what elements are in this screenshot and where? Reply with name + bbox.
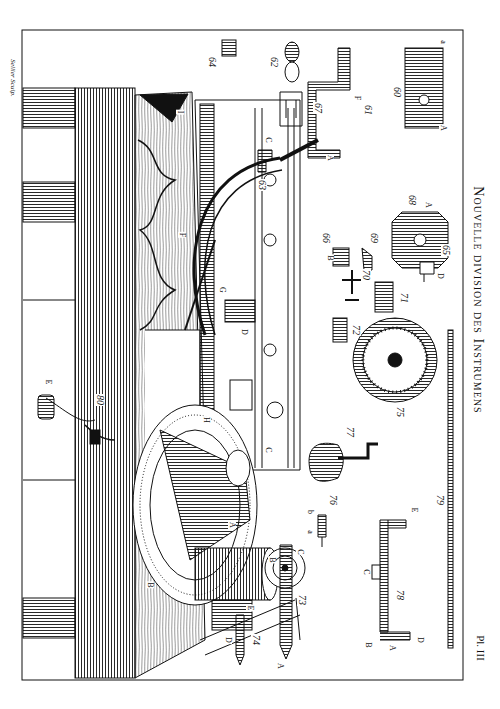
piece-70 — [342, 270, 362, 300]
figure-number: 63 — [257, 179, 267, 191]
figure-number: 79 — [435, 494, 445, 506]
part-letter: E — [246, 605, 254, 612]
crank-61 — [308, 48, 350, 158]
part-letter: A — [388, 644, 396, 652]
part-letter: b — [306, 509, 314, 515]
pin-74 — [236, 615, 244, 665]
plate-note: Pl. III — [475, 634, 486, 662]
piece-65 — [420, 262, 434, 282]
part-letter: D — [224, 636, 232, 644]
figure-number: 77 — [345, 426, 355, 438]
part-letter: C — [296, 548, 304, 555]
figure-number: 61 — [363, 104, 373, 116]
figure-number: 68 — [407, 194, 417, 206]
part-letter: C — [264, 136, 272, 143]
part-letter: B — [326, 254, 334, 261]
part-letter: E — [410, 507, 418, 514]
figure-number: 75 — [395, 406, 405, 418]
disk-62 — [285, 42, 299, 62]
block-71 — [375, 282, 393, 312]
disk-75 — [353, 318, 437, 402]
figure-number: 80 — [95, 394, 105, 406]
part-letter: A — [228, 521, 236, 529]
part-letter: A — [276, 662, 284, 670]
figure-number: 67 — [313, 102, 323, 114]
piece-66 — [333, 248, 349, 266]
figure-number: 73 — [297, 594, 307, 606]
rod-73 — [280, 545, 292, 659]
part-letter: I — [176, 110, 184, 115]
figure-number: 76 — [328, 494, 338, 506]
figure-number: 78 — [395, 589, 405, 601]
part-letter: E — [44, 379, 52, 386]
lever-78 — [380, 520, 410, 640]
part-letter: B — [268, 556, 276, 563]
part-letter: a — [439, 39, 447, 45]
plate-60 — [405, 48, 443, 128]
figure-number: 74 — [251, 634, 261, 646]
part-letter: A — [424, 201, 432, 209]
rod-79 — [448, 330, 453, 648]
figure-number: 64 — [207, 56, 217, 68]
block-64 — [222, 40, 236, 56]
part-letter: a — [306, 529, 314, 535]
plate-border — [22, 30, 463, 680]
dividing-engine — [38, 100, 318, 655]
part-letter: A — [326, 154, 334, 162]
plate-title: Nouvelle division des Instrumens — [471, 185, 485, 414]
figure-number: 72 — [351, 324, 361, 336]
part-letter: G — [218, 286, 226, 294]
piece-63 — [258, 150, 272, 172]
plate-note: Sellier Sculp. — [9, 58, 16, 97]
figure-number: 70 — [361, 269, 371, 281]
figure-number: 60 — [392, 86, 402, 98]
pin-76 — [318, 515, 326, 547]
part-letter: H — [202, 416, 210, 424]
bench-cutout — [138, 140, 175, 330]
figure-number: 66 — [321, 232, 331, 244]
piece-69 — [362, 248, 372, 270]
figure-number: 62 — [269, 56, 279, 68]
part-letter: D — [240, 328, 248, 336]
part-letter: D — [416, 636, 424, 644]
part-letter: C — [362, 568, 370, 575]
part-letter: F — [178, 232, 186, 238]
figure-number: 69 — [369, 232, 379, 244]
bench-legs — [23, 88, 75, 638]
part-letter: F — [353, 95, 361, 101]
part-letter: A — [439, 124, 447, 132]
bell-77 — [309, 443, 343, 481]
part-letter: B — [364, 641, 372, 648]
figure-number: 71 — [399, 292, 409, 304]
part-letter: C — [264, 446, 272, 453]
plate-68 — [392, 212, 448, 268]
figure-number: 65 — [441, 244, 451, 256]
part-letter: B — [146, 581, 154, 588]
block-72 — [333, 318, 347, 342]
bracket-67 — [280, 92, 302, 126]
bench-face — [75, 88, 135, 678]
part-letter: D — [436, 272, 444, 280]
